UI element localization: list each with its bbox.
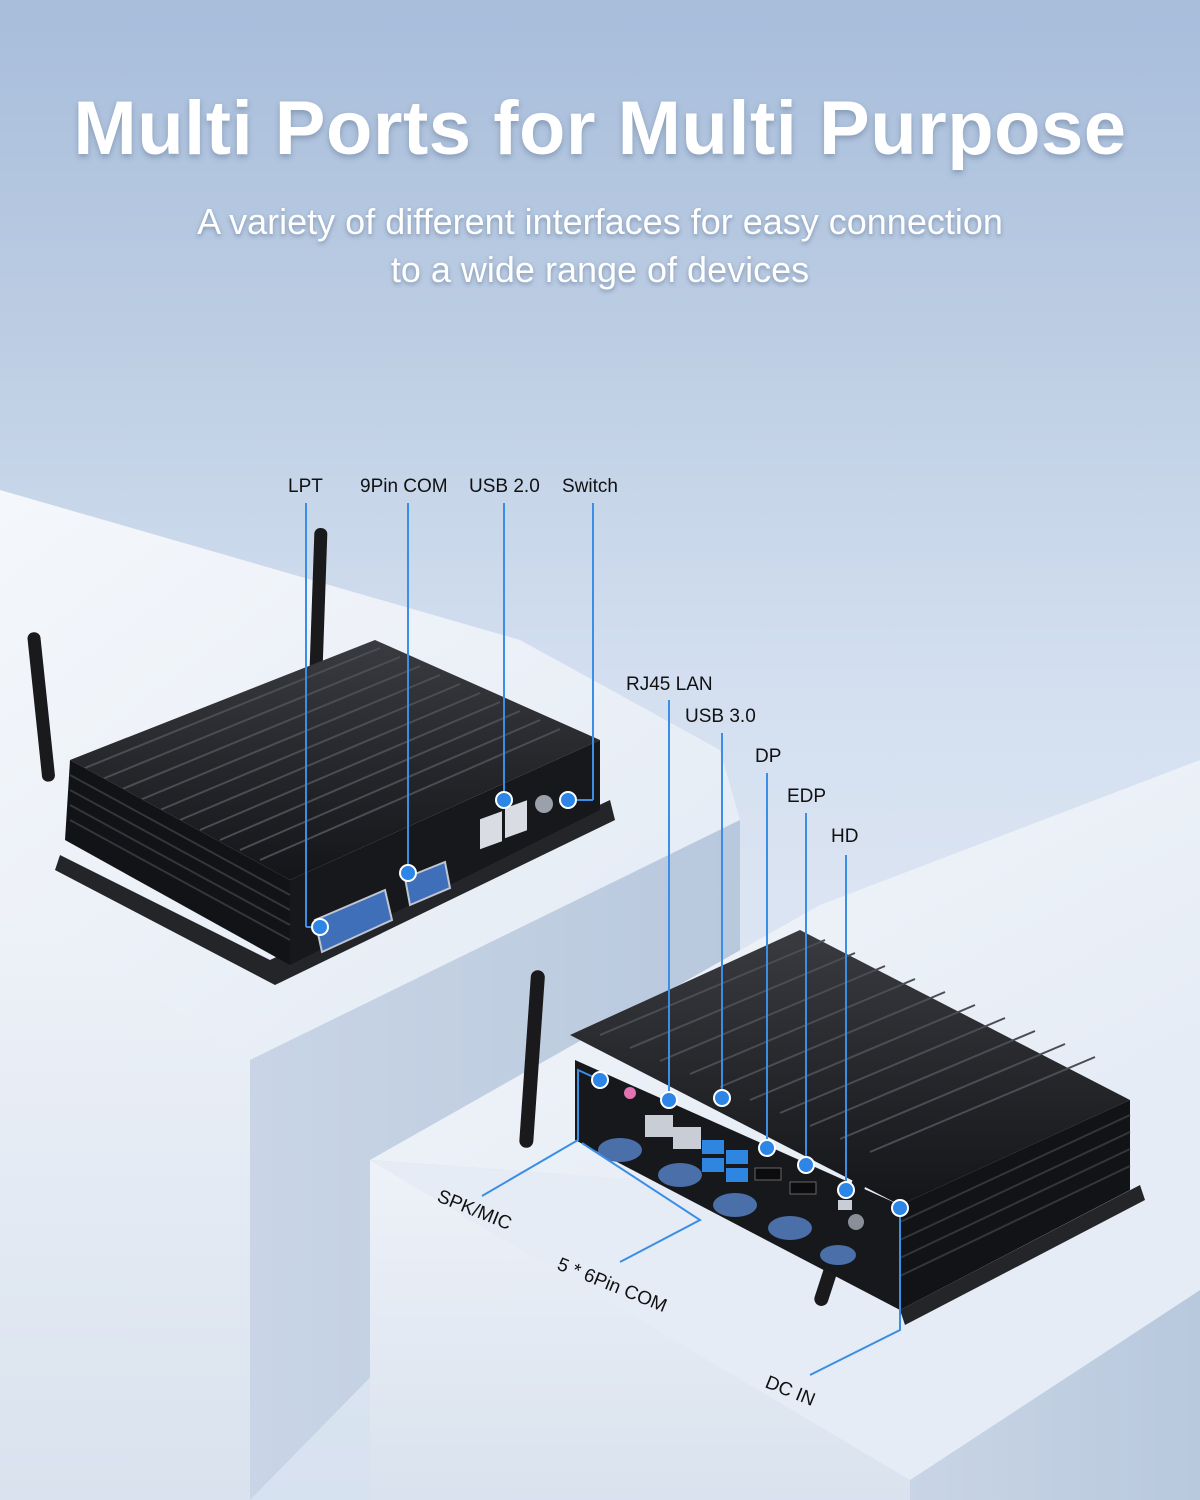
dcin-marker [891, 1199, 909, 1217]
com9-marker [399, 864, 417, 882]
label-usb-3: USB 3.0 [685, 706, 756, 727]
page-title: Multi Ports for Multi Purpose [73, 86, 1127, 171]
mini-pc-rear [519, 930, 1145, 1325]
usb3-marker [713, 1089, 731, 1107]
lpt-marker [311, 918, 329, 936]
mini-pc-front [27, 528, 615, 985]
callout-lines [305, 503, 901, 1376]
usb2-marker [495, 791, 513, 809]
dp-marker [758, 1139, 776, 1157]
callout-dots [311, 791, 909, 1217]
page-subtitle: A variety of different interfaces for ea… [0, 198, 1200, 294]
label-9pin-com: 9Pin COM [360, 476, 448, 497]
label-switch: Switch [562, 476, 618, 497]
spk-marker [591, 1071, 609, 1089]
switch-marker [559, 791, 577, 809]
label-usb-2: USB 2.0 [469, 476, 540, 497]
hd-marker [837, 1181, 855, 1199]
label-hd: HD [831, 826, 859, 847]
label-lpt: LPT [288, 476, 323, 497]
label-dp: DP [755, 746, 782, 767]
rj45-marker [660, 1091, 678, 1109]
label-edp: EDP [787, 786, 827, 807]
edp-marker [797, 1156, 815, 1174]
subtitle-line-2: to a wide range of devices [390, 249, 810, 290]
subtitle-line-1: A variety of different interfaces for ea… [197, 201, 1003, 242]
label-rj45-lan: RJ45 LAN [626, 674, 713, 695]
